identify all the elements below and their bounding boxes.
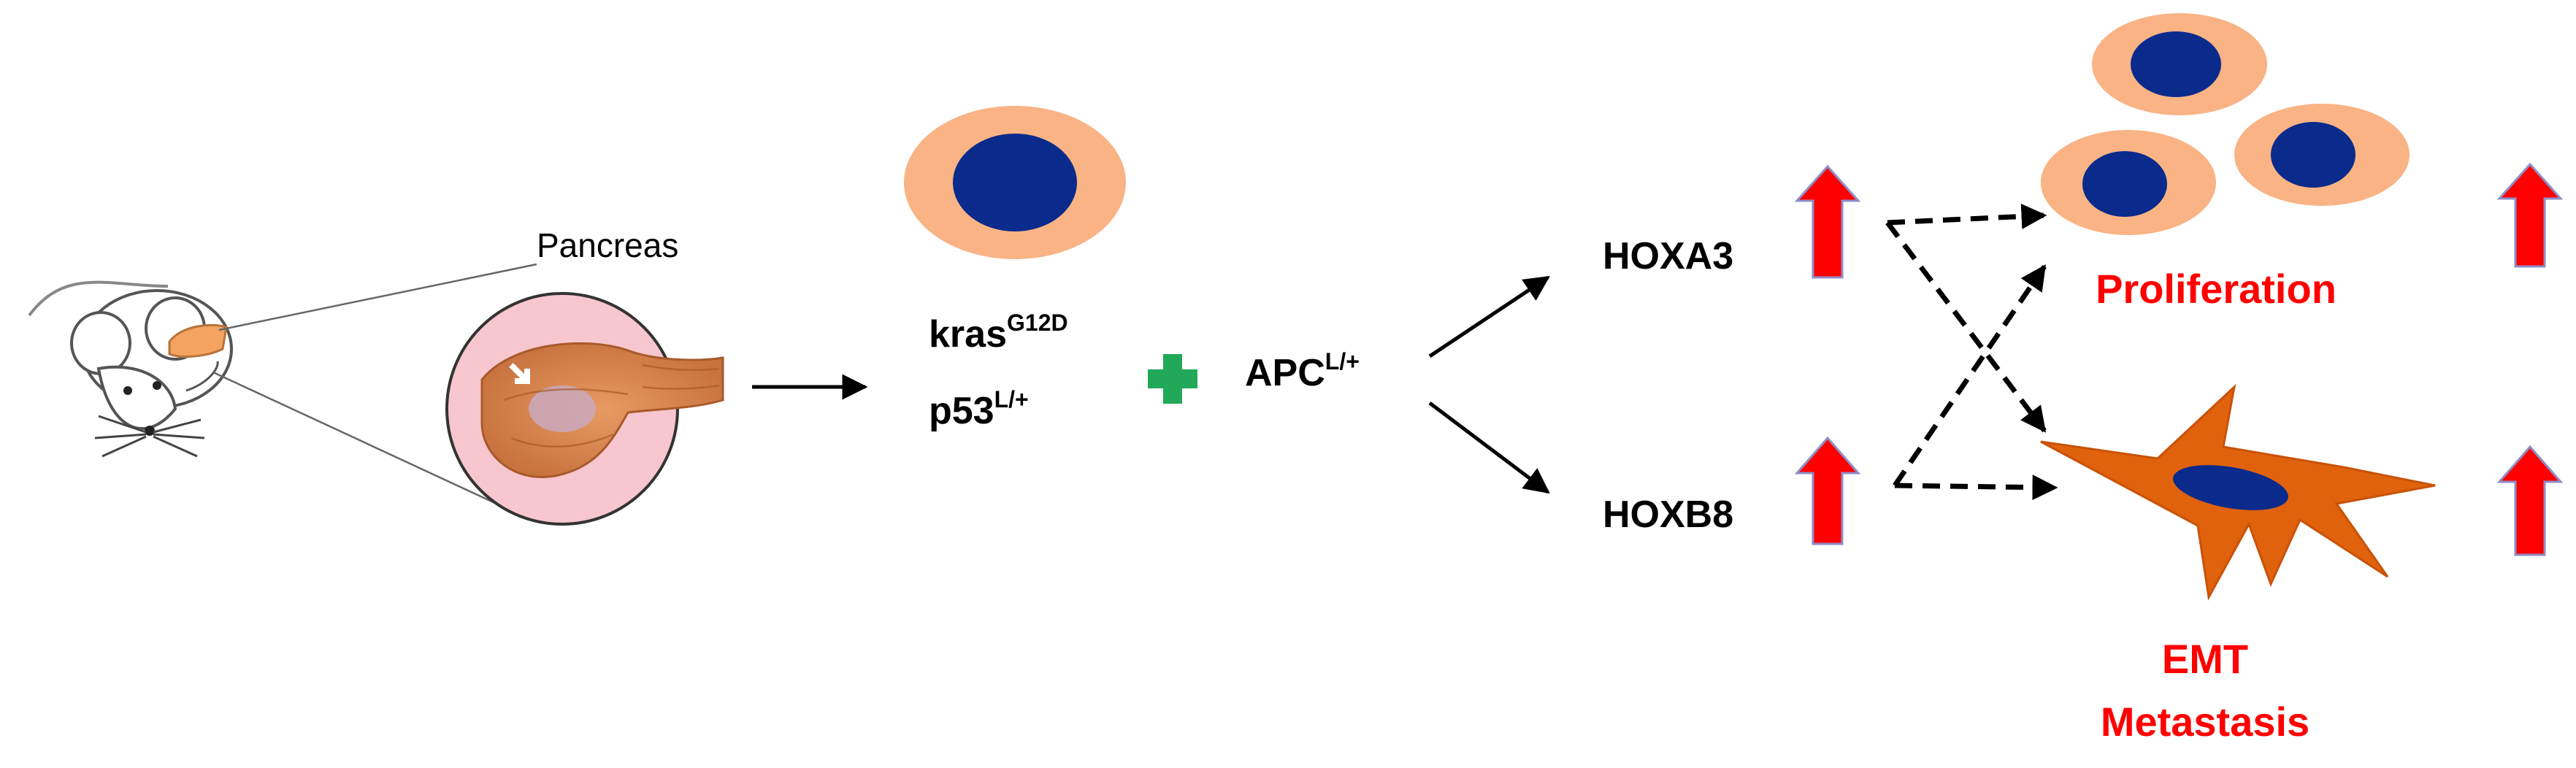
proliferating-cells-icon xyxy=(2041,13,2410,235)
kras-text: kras xyxy=(929,313,1007,356)
zoom-lines xyxy=(212,263,537,505)
dashed-arrows xyxy=(1885,203,2058,501)
hoxa3-label: HOXA3 xyxy=(1603,235,1733,277)
arrow-to-hoxa3 xyxy=(1428,275,1550,358)
plus-icon xyxy=(1148,354,1197,404)
emt-label: EMT xyxy=(2162,636,2248,682)
apc-superscript: L/+ xyxy=(1325,348,1360,375)
kras-label: krasG12D xyxy=(929,310,1068,356)
pancreas-label: Pancreas xyxy=(537,226,678,264)
dashed-arrow-hoxb8-to-emt xyxy=(1894,475,2058,501)
p53-superscript: L/+ xyxy=(994,386,1029,412)
dashed-arrow-hoxb8-to-proliferation xyxy=(1893,264,2047,487)
p53-text: p53 xyxy=(929,390,994,432)
cell-icon xyxy=(904,106,1126,259)
hoxb8-up-arrow-icon xyxy=(1794,436,1861,545)
hoxa3-up-arrow-icon xyxy=(1794,164,1861,279)
mouse-icon xyxy=(28,280,233,458)
emt-cell-icon xyxy=(2040,383,2436,601)
kras-superscript: G12D xyxy=(1007,310,1068,336)
p53-label: p53L/+ xyxy=(929,386,1029,432)
arrow-to-hoxb8 xyxy=(1428,402,1550,494)
pancreas-tissue-icon xyxy=(445,292,724,526)
apc-text: APC xyxy=(1245,352,1325,394)
dashed-arrow-hoxa3-to-emt xyxy=(1885,220,2047,433)
proliferation-label: Proliferation xyxy=(2096,266,2337,312)
hoxb8-label: HOXB8 xyxy=(1603,494,1733,536)
dashed-arrow-hoxa3-to-proliferation xyxy=(1887,203,2047,229)
proliferation-up-arrow-icon xyxy=(2496,162,2564,268)
metastasis-label: Metastasis xyxy=(2101,699,2309,745)
apc-label: APCL/+ xyxy=(1245,348,1360,394)
emt-up-arrow-icon xyxy=(2496,445,2564,556)
